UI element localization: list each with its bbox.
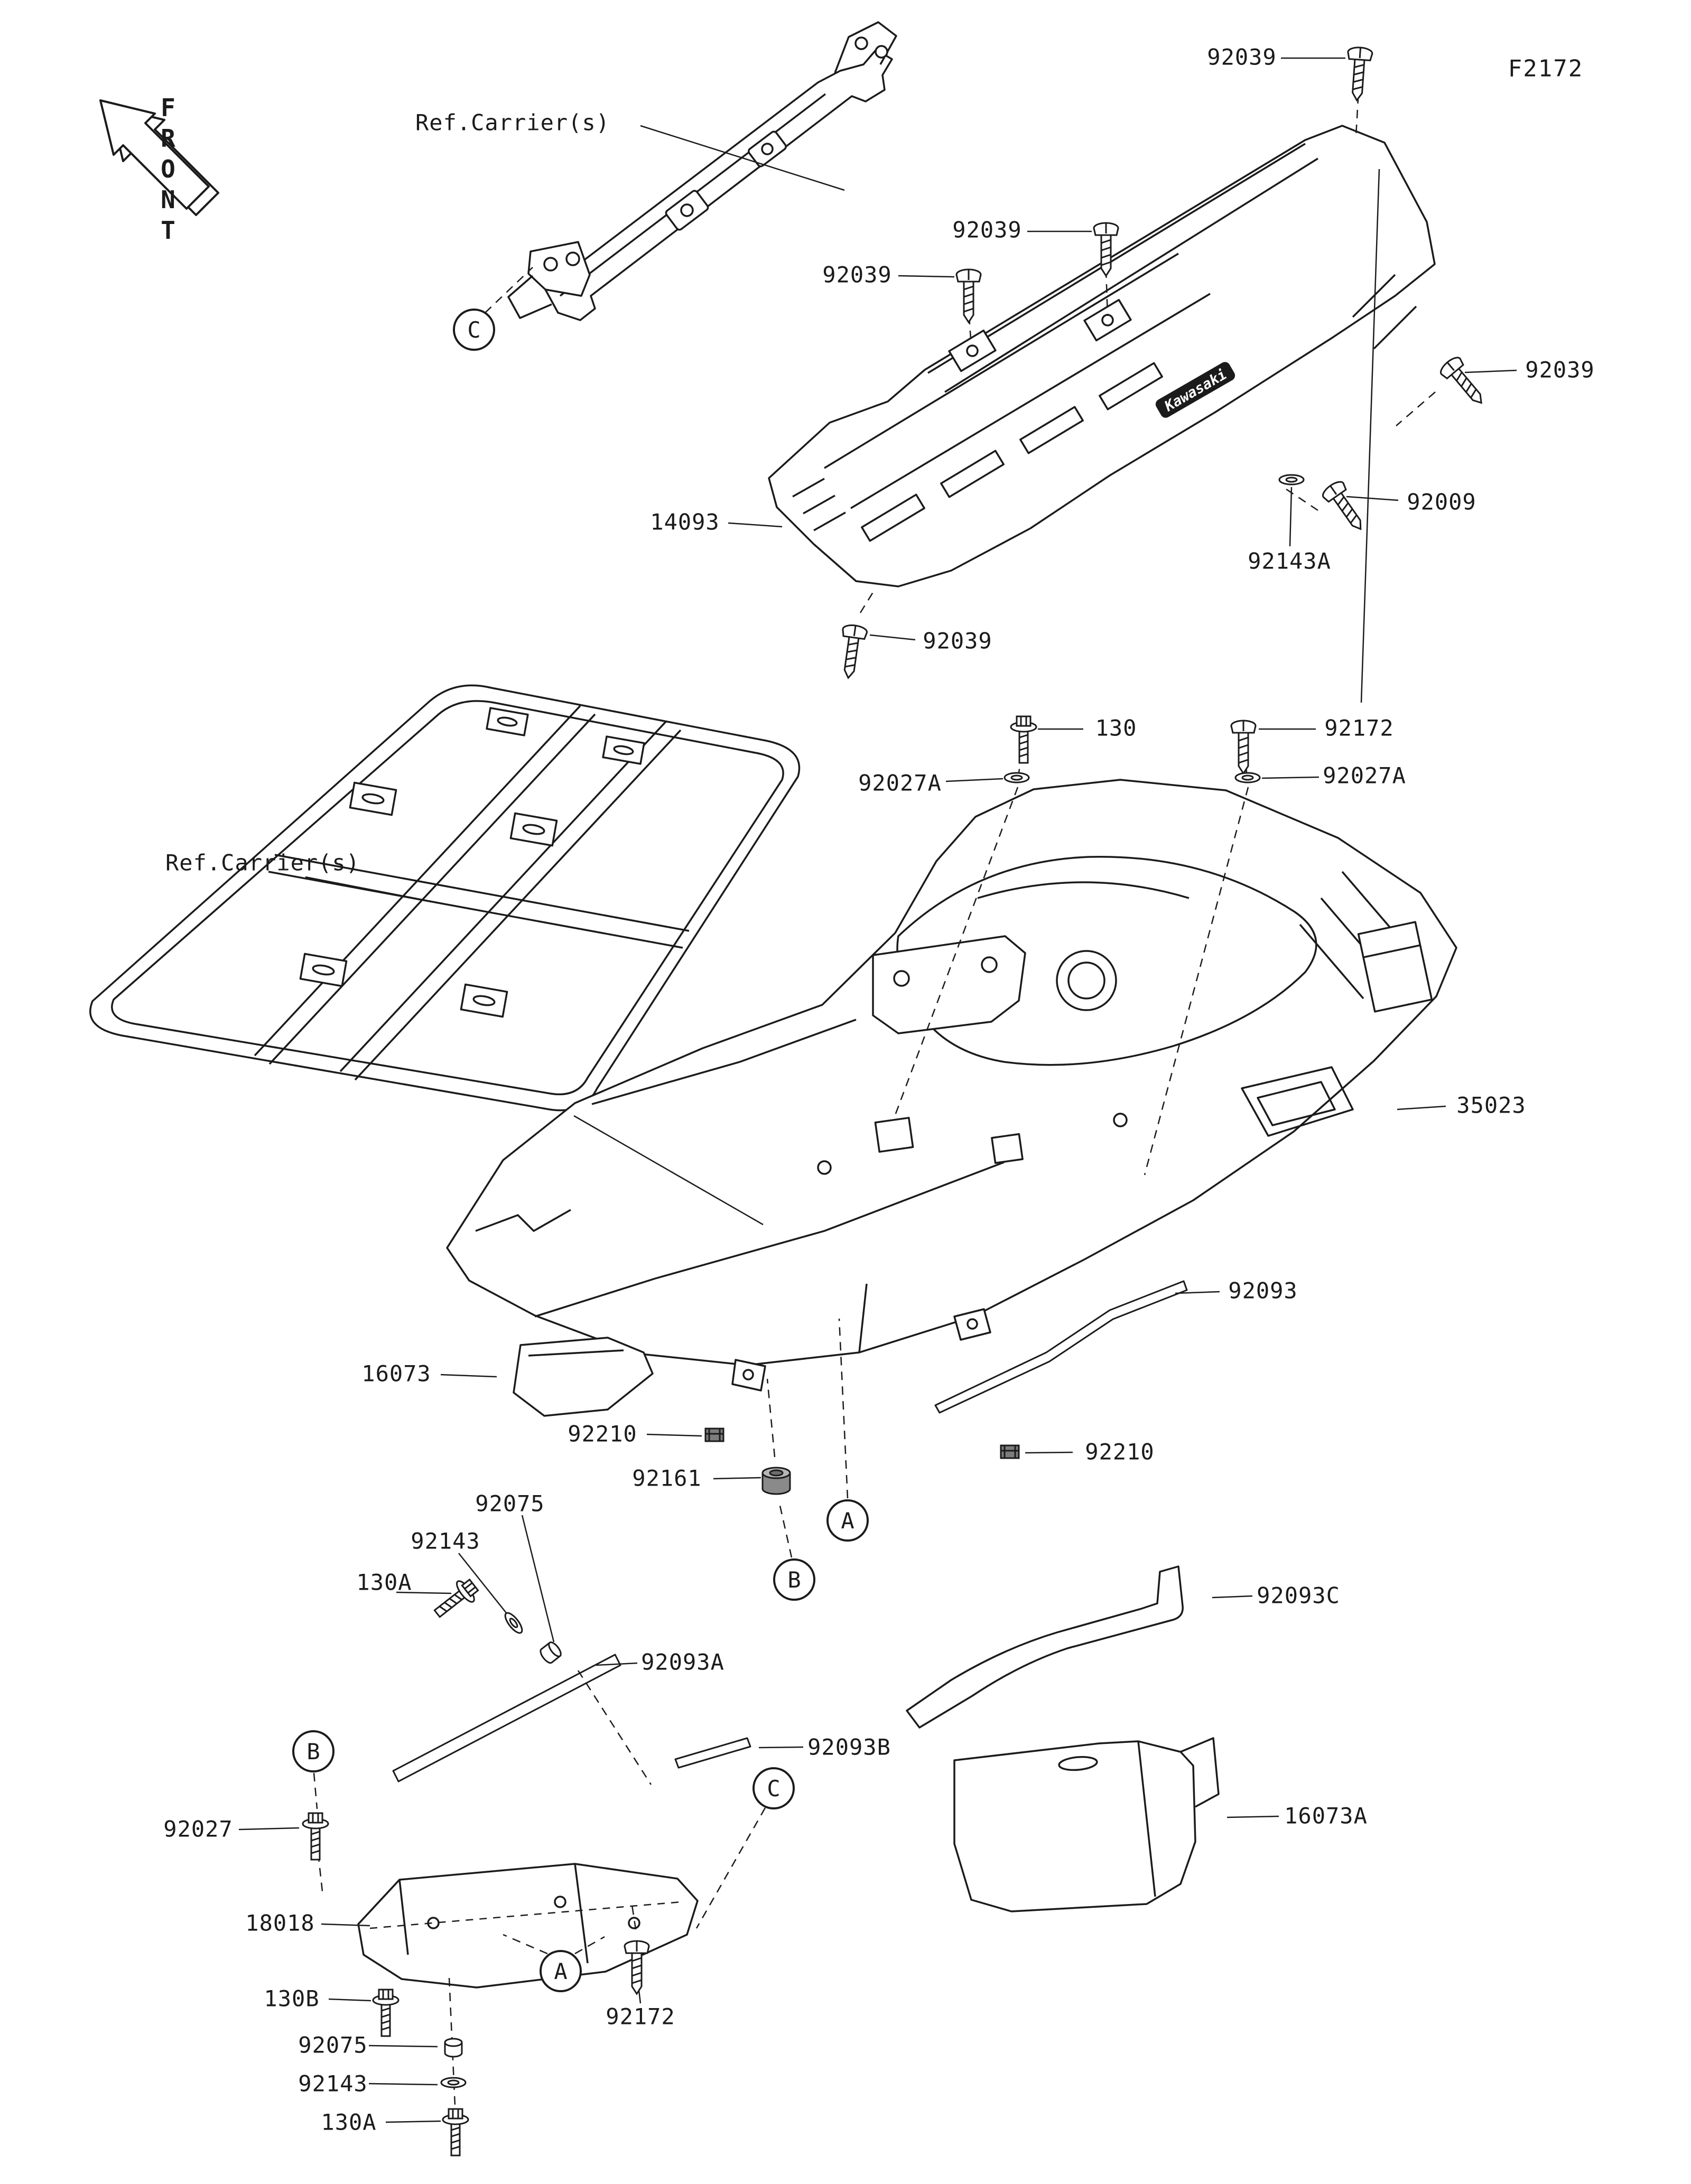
label-92143-1: 92143 bbox=[411, 1528, 480, 1554]
label-92075-1: 92075 bbox=[475, 1490, 545, 1517]
skid-plate-18018 bbox=[357, 1863, 699, 1989]
rear-carrier-rack bbox=[89, 684, 801, 1112]
label-ref-carrier-rear: Ref.Carrier(s) bbox=[165, 850, 360, 876]
label-130b: 130B bbox=[264, 1985, 320, 2012]
label-130: 130 bbox=[1095, 715, 1137, 741]
label-92161: 92161 bbox=[632, 1465, 702, 1491]
label-92039-4: 92039 bbox=[1525, 357, 1595, 383]
rear-fender-35023 bbox=[446, 779, 1457, 1392]
label-ref-carrier-front: Ref.Carrier(s) bbox=[415, 109, 610, 136]
label-92210-1: 92210 bbox=[568, 1421, 637, 1447]
callout-a-2: A bbox=[540, 1950, 582, 1992]
trim-strip-92093a bbox=[392, 1654, 621, 1782]
label-92143-2: 92143 bbox=[298, 2070, 368, 2097]
callout-c-2: C bbox=[752, 1767, 795, 1809]
trim-strip-92093b bbox=[674, 1737, 751, 1769]
callout-a-1: A bbox=[826, 1499, 869, 1542]
assembly-dashed-lines bbox=[313, 80, 1436, 2141]
trim-strip-92093c bbox=[906, 1565, 1184, 1729]
label-92027a-2: 92027A bbox=[1323, 762, 1406, 789]
label-92039-3: 92039 bbox=[822, 262, 892, 288]
front-bumper-14093: Kawasaki bbox=[768, 125, 1436, 587]
label-92172-2: 92172 bbox=[606, 2003, 675, 2030]
label-35023: 35023 bbox=[1456, 1092, 1526, 1118]
callout-b-2: B bbox=[292, 1730, 335, 1772]
label-92075-2: 92075 bbox=[298, 2032, 368, 2058]
label-92009: 92009 bbox=[1407, 489, 1476, 515]
label-92027a-1: 92027A bbox=[858, 770, 942, 796]
label-92093c: 92093C bbox=[1257, 1582, 1340, 1609]
front-direction-label: FRONT bbox=[154, 94, 182, 247]
label-18018: 18018 bbox=[245, 1910, 315, 1936]
label-92143a: 92143A bbox=[1248, 548, 1331, 574]
label-16073: 16073 bbox=[361, 1360, 431, 1387]
label-92039-2: 92039 bbox=[952, 217, 1022, 243]
figure-code: F2172 bbox=[1508, 55, 1584, 82]
callout-b-1: B bbox=[773, 1558, 815, 1601]
mud-flap-16073 bbox=[513, 1337, 654, 1417]
label-92093b: 92093B bbox=[807, 1734, 891, 1760]
label-92039-1: 92039 bbox=[1207, 44, 1277, 70]
leader-lines bbox=[238, 57, 1517, 2123]
front-arrow-icon bbox=[99, 99, 219, 216]
label-92093a: 92093A bbox=[641, 1649, 724, 1675]
label-92210-2: 92210 bbox=[1085, 1439, 1155, 1465]
label-130a-2: 130A bbox=[321, 2109, 377, 2135]
label-14093: 14093 bbox=[650, 509, 720, 535]
label-92027: 92027 bbox=[163, 1816, 233, 1842]
label-92093: 92093 bbox=[1228, 1277, 1298, 1304]
label-16073a: 16073A bbox=[1284, 1803, 1368, 1829]
label-92172-1: 92172 bbox=[1324, 715, 1394, 741]
callout-c-1: C bbox=[453, 309, 495, 351]
label-130a-1: 130A bbox=[356, 1569, 412, 1595]
label-92039-5: 92039 bbox=[923, 628, 992, 654]
heat-guard-16073a bbox=[953, 1737, 1220, 1912]
trim-strip-92093 bbox=[934, 1280, 1188, 1414]
front-carrier-bracket bbox=[507, 21, 897, 321]
